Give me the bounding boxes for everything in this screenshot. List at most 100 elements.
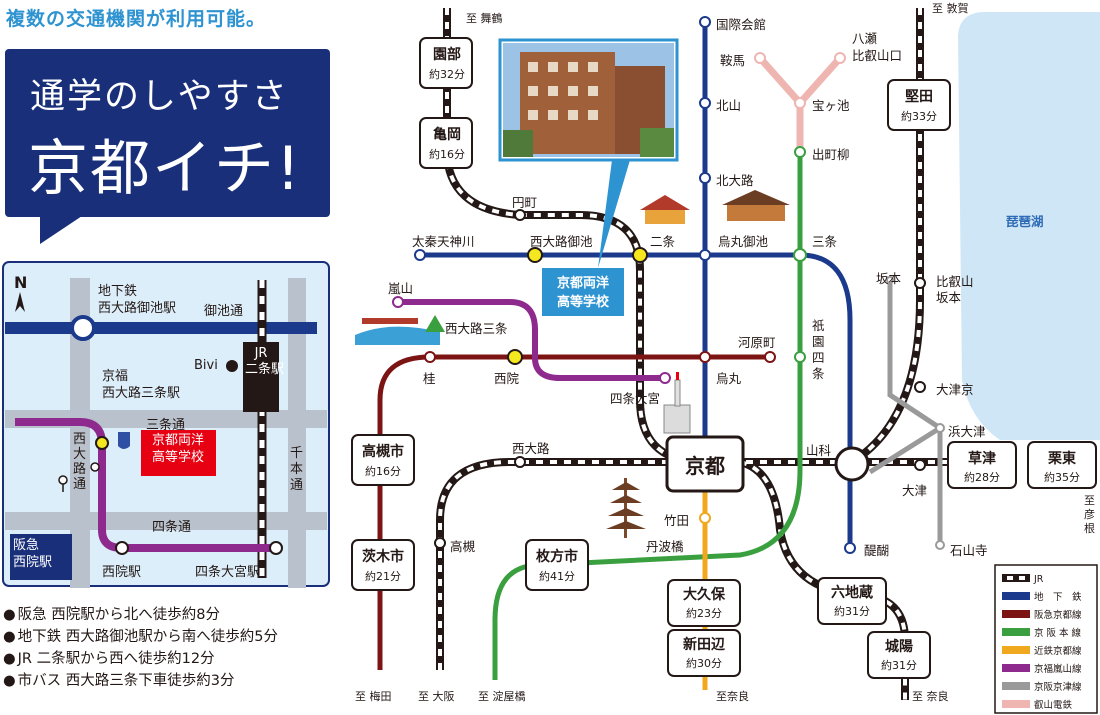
label-hirakata-time: 約41分 [539, 570, 575, 583]
label-kitayama: 北山 [716, 98, 742, 113]
label-takatsuki-time: 約16分 [365, 465, 401, 478]
nishioji-label: 西 大 路 通 [73, 432, 87, 492]
label-hikone: 至 彦 根 [1084, 494, 1095, 535]
label-biwako: 琵琶湖 [1006, 214, 1044, 229]
legend-item: 叡山電鉄 [1034, 700, 1073, 711]
label-nishioji: 西大路 [512, 441, 550, 456]
local-area-map: N [2, 261, 330, 588]
label-otsukyo: 大津京 [936, 382, 974, 397]
legend-item: 地 下 鉄 [1034, 592, 1082, 603]
keishin-line [868, 280, 943, 545]
label-katata-time: 約33分 [901, 110, 937, 123]
label-kusatsu-time: 約28分 [964, 471, 1000, 484]
label-rokujizo-time: 約31分 [834, 605, 870, 618]
label-takeda: 竹田 [664, 513, 690, 528]
oike-label: 御池通 [204, 304, 244, 319]
access-item: JR 二条駅から西へ徒歩約12分 [3, 648, 278, 670]
label-sanjo: 三条 [812, 234, 838, 249]
label-takatsuki: 高槻市 [362, 444, 404, 460]
access-item: 地下鉄 西大路御池駅から南へ徒歩約5分 [3, 626, 278, 648]
randen-line [398, 299, 665, 381]
toji-pagoda-icon [606, 478, 646, 538]
label-hieizan: 比叡山 坂本 [936, 274, 974, 305]
local-keifuku-station-icon [95, 436, 109, 450]
hankyu-sai-label: 阪急 西院駅 [13, 538, 53, 570]
legend-labels: JR 地 下 鉄 阪急京都線 京 阪 本 線 近鉄京都線 京福嵐山線 京阪京津線… [1034, 571, 1082, 715]
label-shijoomiya: 四条大宮 [610, 391, 661, 406]
label-tsuruga: 至 敦賀 [932, 2, 969, 15]
sanjo-label: 三条通 [146, 418, 186, 433]
label-maizuru: 至 舞鶴 [466, 12, 503, 25]
local-school-box [141, 430, 216, 476]
school-callout-box [542, 268, 624, 316]
legend-item: 京阪京津線 [1034, 682, 1082, 693]
local-omiya-station-icon [269, 541, 283, 555]
label-sonobe: 園部 [433, 47, 461, 63]
legend-item: JR [1034, 574, 1044, 585]
legend-item: 阪急京都線 [1034, 610, 1082, 621]
label-katsura: 桂 [423, 371, 436, 386]
north-arrow-icon [15, 292, 25, 312]
label-hirakata: 枚方市 [536, 549, 578, 565]
label-umeda: 至 梅田 [355, 690, 392, 703]
arashiyama-bridge-icon [355, 315, 445, 345]
label-uzumasa: 太秦天神川 [412, 234, 475, 249]
label-yase: 八瀬 比叡山口 [852, 31, 903, 63]
label-yamashina: 山科 [806, 443, 832, 458]
label-kusatsu: 草津 [968, 451, 996, 467]
label-nara: 至奈良 [716, 690, 749, 703]
label-takatsuki2: 高槻 [450, 539, 476, 554]
local-subway-station-label: 地下鉄 西大路御池駅 [98, 284, 177, 316]
label-kameoka: 亀岡 [433, 127, 461, 143]
label-ibaraki-time: 約21分 [365, 570, 401, 583]
north-label: N [14, 273, 27, 292]
label-kawaramachi: 河原町 [738, 335, 776, 350]
access-item: 阪急 西院駅から北へ徒歩約8分 [3, 604, 278, 626]
hankyu-sai-box [10, 534, 72, 580]
label-school-callout: 京都両洋 高等学校 [556, 276, 609, 310]
label-daigo: 醍醐 [864, 543, 890, 558]
label-kitaoji: 北大路 [716, 173, 754, 188]
kinkakuji-temple-icon [640, 190, 790, 224]
access-item: 市バス 西大路三条下車徒歩約3分 [3, 670, 278, 692]
label-ibaraki: 茨木市 [362, 549, 404, 565]
label-karasumaoike: 烏丸御池 [718, 234, 769, 249]
label-osaka: 至 大阪 [418, 690, 455, 703]
label-shintanabe-time: 約30分 [686, 657, 722, 670]
senbon-label: 千 本 通 [290, 446, 304, 493]
label-nishiojioike: 西大路御池 [530, 234, 593, 249]
jr-nijo-box [243, 342, 279, 412]
lake-biwa [958, 12, 1100, 440]
label-sai: 西院 [494, 371, 520, 386]
headline-bubble [5, 49, 330, 217]
local-school-label: 京都両洋 高等学校 [151, 433, 204, 465]
label-rokujizo: 六地蔵 [831, 585, 873, 601]
label-ishiyamadera: 石山寺 [950, 543, 988, 558]
shijo-label: 四条通 [152, 520, 192, 535]
label-takaragaike: 宝ヶ池 [812, 98, 850, 113]
yamashina-hub-icon [834, 446, 870, 482]
local-randen-line [15, 418, 278, 552]
bivi-label: Bivi [194, 358, 218, 373]
legend-item: 京 阪 本 線 [1034, 628, 1082, 639]
legend-item: 京福嵐山線 [1034, 664, 1082, 675]
kyoto-tower-icon [663, 372, 691, 434]
label-okubo-time: 約23分 [686, 607, 722, 620]
kyoto-station-box [665, 435, 745, 493]
tagline: 複数の交通機関が利用可能。 [6, 8, 267, 30]
access-list: 阪急 西院駅から北へ徒歩約8分 地下鉄 西大路御池駅から南へ徒歩約5分 JR 二… [3, 604, 278, 692]
school-building-photo [503, 43, 674, 157]
local-sai-station-icon [115, 541, 129, 555]
label-kokusai: 国際会館 [716, 17, 767, 32]
label-nijo: 二条 [650, 234, 676, 249]
label-rittou: 栗東 [1048, 451, 1076, 467]
headline-line2: 京都イチ! [28, 134, 303, 204]
school-crest-icon [118, 432, 130, 449]
label-nara2: 至 奈良 [912, 690, 949, 703]
headline-line1: 通学のしやすさ [30, 77, 289, 117]
label-emmachi: 円町 [512, 195, 538, 210]
label-sonobe-time: 約32分 [429, 68, 465, 81]
school-callout-pointer [598, 160, 630, 268]
label-karasuma: 烏丸 [716, 371, 742, 386]
